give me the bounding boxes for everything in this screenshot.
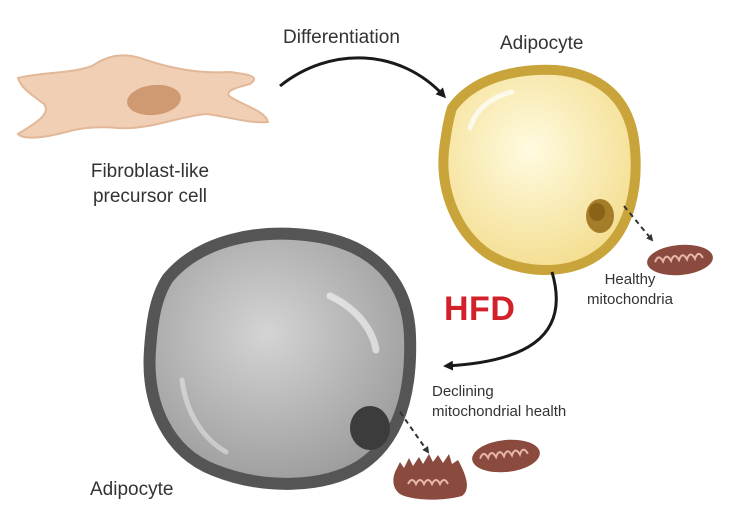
precursor-cell-label: Fibroblast-like precursor cell bbox=[70, 160, 230, 209]
differentiation-label: Differentiation bbox=[283, 27, 400, 48]
fibroblast-cell-icon bbox=[16, 54, 270, 139]
declining-line-2: mitochondrial health bbox=[432, 402, 567, 420]
precursor-line-2: precursor cell bbox=[92, 185, 208, 207]
declining-mitochondria-icon bbox=[472, 439, 540, 473]
fibroblast-nucleus-icon bbox=[127, 84, 181, 116]
precursor-line-1: Fibroblast-like bbox=[90, 161, 210, 182]
healthy-line-2: mitochondria bbox=[587, 290, 673, 308]
declining-mito-pointer bbox=[399, 411, 430, 454]
healthy-line-1: Healthy bbox=[604, 271, 656, 288]
adipocyte-bottom-label: Adipocyte bbox=[90, 479, 174, 500]
declining-line-1: Declining bbox=[432, 383, 494, 400]
diseased-nucleus-icon bbox=[350, 406, 390, 450]
healthy-mito-pointer bbox=[623, 205, 654, 242]
healthy-mitochondria-icon bbox=[647, 244, 713, 276]
declining-mitochondria-label: Declining mitochondrial health bbox=[432, 382, 566, 421]
hfd-arrow bbox=[443, 271, 558, 371]
damaged-mitochondria-icon bbox=[393, 454, 467, 500]
healthy-mitochondria-label: Healthy mitochondria bbox=[574, 270, 686, 309]
healthy-adipocyte-icon bbox=[438, 64, 641, 276]
hfd-label: HFD bbox=[444, 290, 516, 328]
adipocyte-top-label: Adipocyte bbox=[500, 33, 584, 54]
differentiation-arrow bbox=[279, 56, 447, 99]
diseased-adipocyte-icon bbox=[143, 227, 417, 490]
